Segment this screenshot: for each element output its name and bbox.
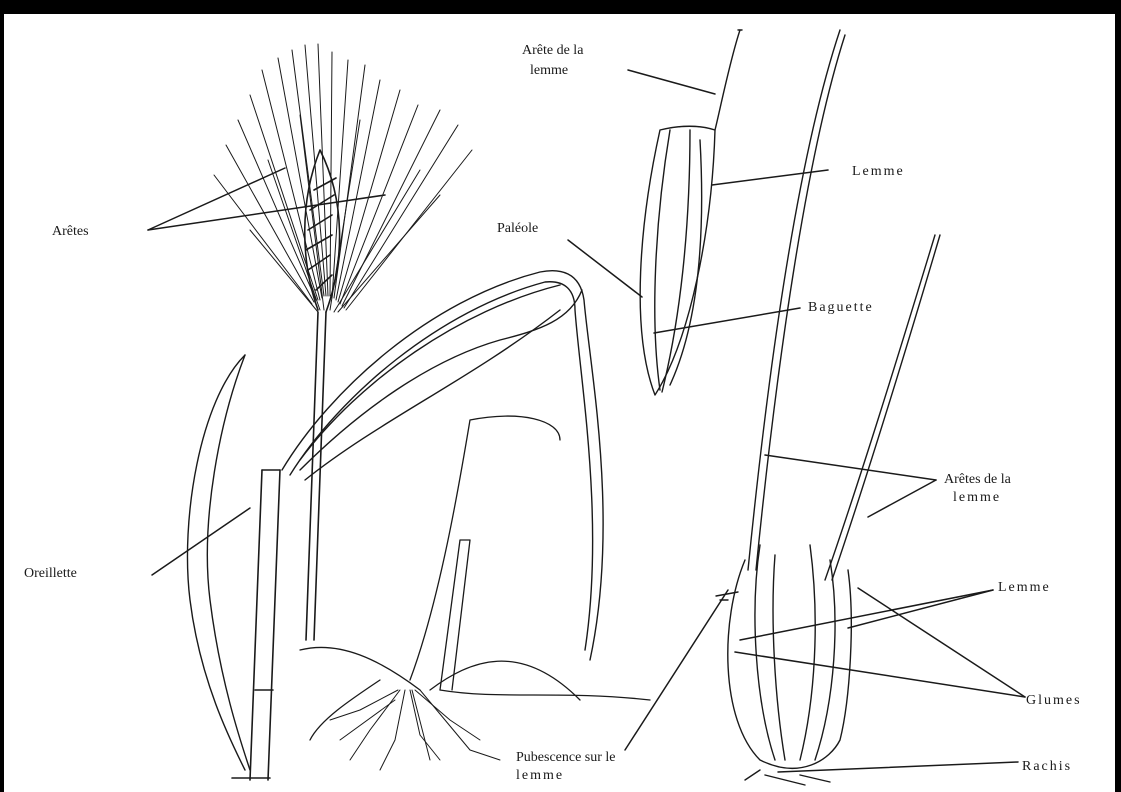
label-aretes: Arêtes xyxy=(52,224,89,239)
floret-top xyxy=(640,30,742,395)
label-lemme-top: Lemme xyxy=(852,164,905,179)
label-pubescence-line2: lemme xyxy=(516,768,564,783)
label-lemme-bottom: Lemme xyxy=(998,580,1051,595)
leaf-second xyxy=(300,290,582,480)
roots xyxy=(330,690,500,770)
label-arete-lemme-line1: Arête de la xyxy=(522,43,584,58)
label-baguette: Baguette xyxy=(808,300,874,315)
spikelet-body xyxy=(716,545,851,785)
label-oreillette: Oreillette xyxy=(24,566,77,581)
label-paleole: Paléole xyxy=(497,221,538,236)
leaf-left xyxy=(187,355,250,770)
label-rachis: Rachis xyxy=(1022,759,1072,774)
culm-sheath xyxy=(232,470,280,780)
leaf-arching xyxy=(282,271,603,660)
seedling-plant xyxy=(300,416,650,740)
label-aretes-lemme-line2: lemme xyxy=(953,490,1001,505)
label-glumes: Glumes xyxy=(1026,693,1082,708)
awns-cluster xyxy=(214,44,472,312)
label-arete-lemme-line2: lemme xyxy=(530,63,568,78)
label-aretes-lemme-line1: Arêtes de la xyxy=(944,472,1012,487)
label-pubescence-line1: Pubescence sur le xyxy=(516,750,616,765)
